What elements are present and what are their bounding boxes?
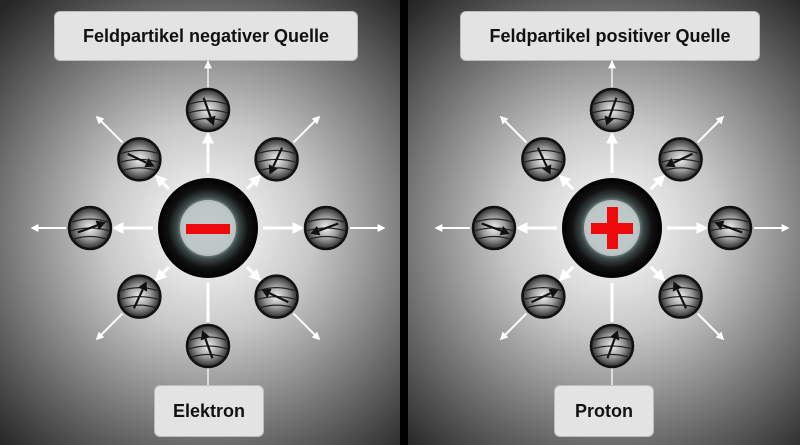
field-arrow-icon [649, 265, 666, 282]
plus-sign-icon [591, 207, 633, 249]
field-arrows [30, 50, 386, 386]
title-positive-source: Feldpartikel positiver Quelle [460, 11, 760, 61]
field-arrow-icon [292, 312, 321, 341]
field-arrow-icon [558, 265, 575, 282]
field-particles [471, 87, 753, 369]
field-arrow-icon [245, 265, 262, 282]
field-arrow-icon [499, 312, 528, 341]
field-particle-icon [521, 274, 566, 319]
particle-label-proton: Proton [554, 385, 654, 437]
field-particle-icon [185, 87, 231, 133]
field-particle-icon [707, 205, 753, 251]
field-arrows [434, 50, 790, 386]
field-arrow-icon [292, 115, 321, 144]
title-negative-source: Feldpartikel negativer Quelle [54, 11, 358, 61]
field-arrow-icon [696, 312, 725, 341]
field-particle-icon [471, 205, 517, 251]
field-particle-icon [117, 137, 162, 182]
field-particle-icon [658, 137, 703, 182]
field-arrow-icon [245, 174, 262, 191]
field-diagram-negative [0, 0, 400, 445]
field-particle-icon [185, 323, 231, 369]
field-particle-icon [589, 323, 635, 369]
field-particle-icon [521, 137, 566, 182]
particle-label-electron: Elektron [154, 385, 264, 437]
field-arrow-icon [95, 115, 124, 144]
field-particle-icon [67, 205, 113, 251]
panel-positive-source: Feldpartikel positiver Quelle Proton [408, 0, 800, 445]
field-particle-icon [589, 87, 635, 133]
field-arrow-icon [154, 174, 171, 191]
field-arrow-icon [696, 115, 725, 144]
field-arrow-icon [154, 265, 171, 282]
field-particle-icon [658, 274, 703, 319]
minus-sign-icon [186, 224, 230, 234]
field-arrow-icon [95, 312, 124, 341]
field-particle-icon [254, 137, 299, 182]
field-particles [67, 87, 349, 369]
panel-negative-source: Feldpartikel negativer Quelle Elektron [0, 0, 400, 445]
field-arrow-icon [649, 174, 666, 191]
panel-divider [400, 0, 408, 445]
field-arrow-icon [558, 174, 575, 191]
field-arrow-icon [499, 115, 528, 144]
field-particle-icon [254, 274, 299, 319]
field-particle-icon [303, 205, 349, 251]
field-diagram-positive [408, 0, 800, 445]
field-particle-icon [117, 274, 162, 319]
